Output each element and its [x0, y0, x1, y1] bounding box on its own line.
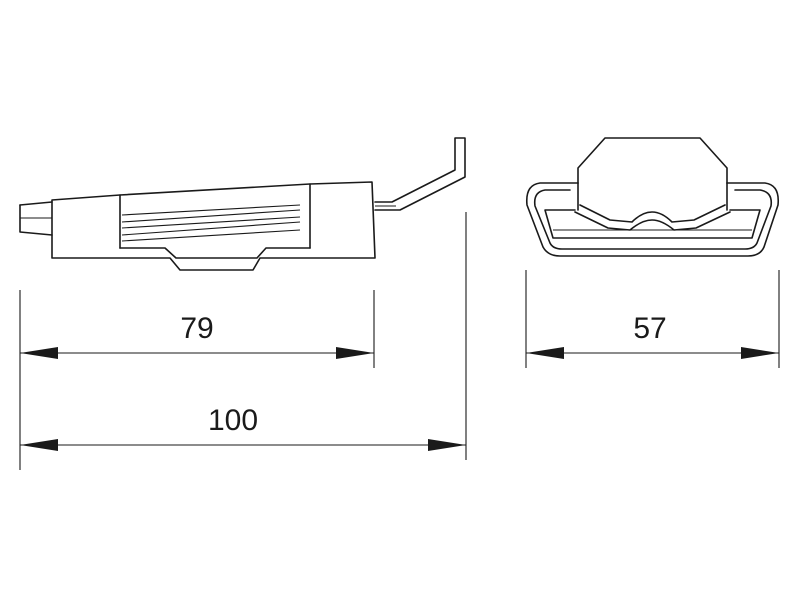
dimension-100	[20, 212, 467, 460]
side-view	[19, 137, 466, 271]
dimension-label-100: 100	[208, 404, 258, 437]
arrowhead-right	[336, 347, 374, 359]
dimension-label-57: 57	[633, 312, 666, 345]
arrowhead-left	[20, 439, 58, 451]
dimension-79	[19, 290, 375, 470]
arrowhead-left	[20, 347, 58, 359]
dimension-57	[525, 270, 780, 368]
arrowhead-right	[741, 347, 779, 359]
arrowhead-right	[428, 439, 466, 451]
end-view	[525, 137, 780, 257]
dimension-label-79: 79	[180, 312, 213, 345]
arrowhead-left	[526, 347, 564, 359]
